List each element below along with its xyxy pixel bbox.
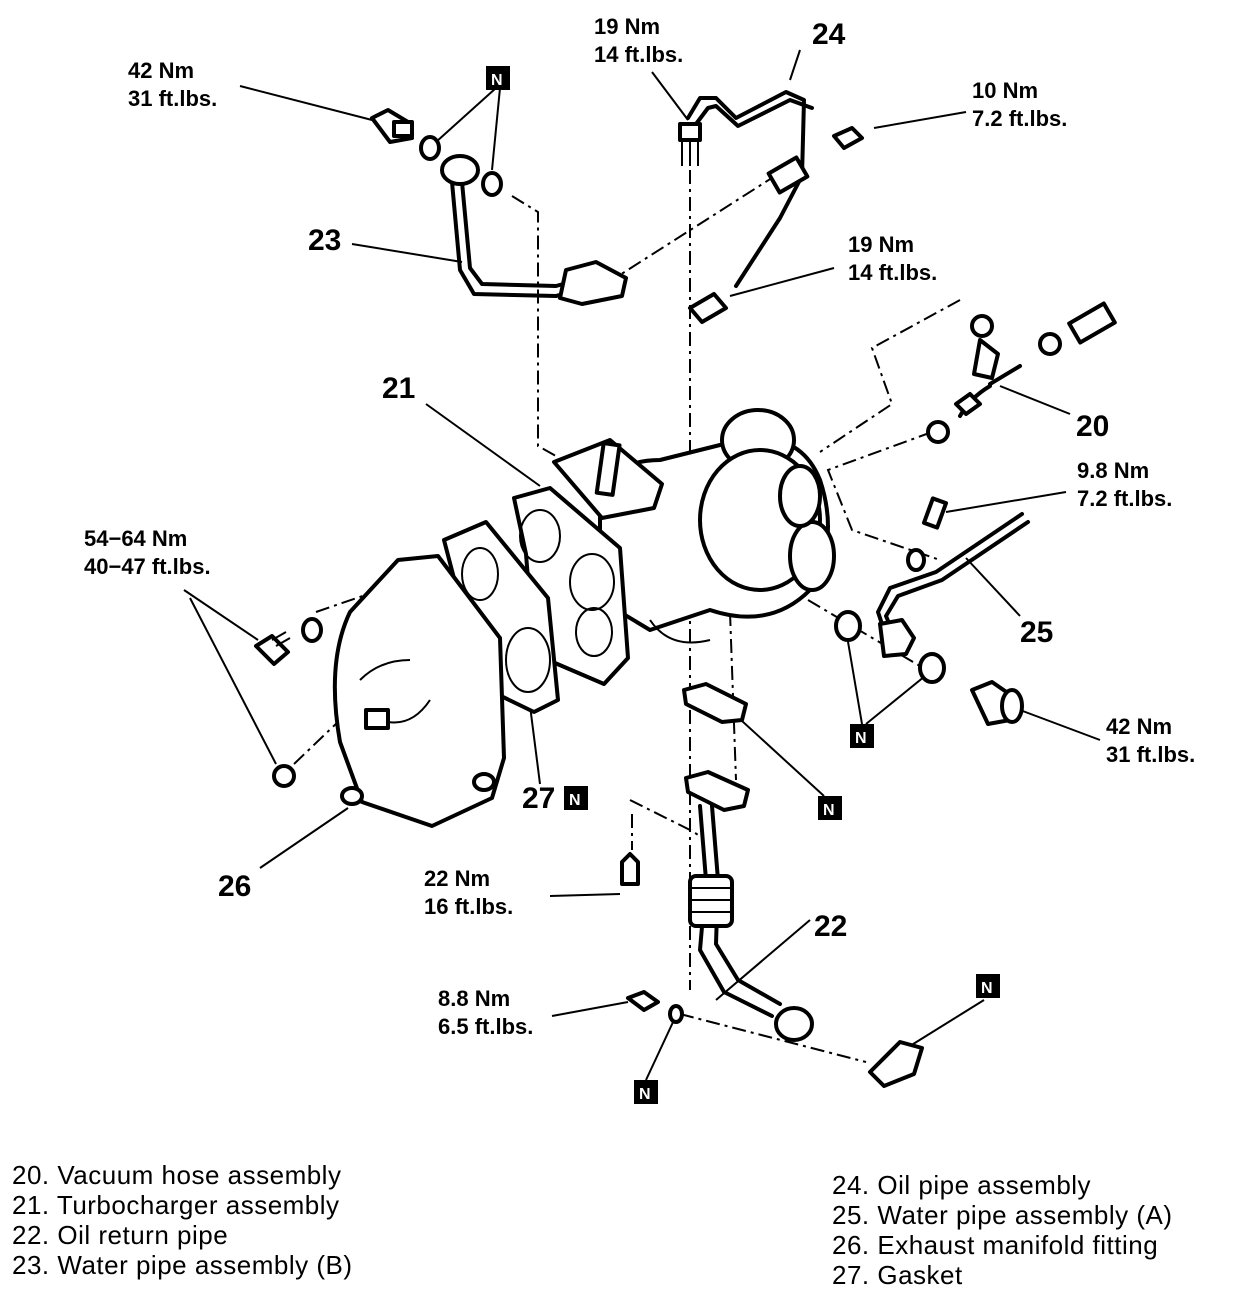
callout-23: 23 — [308, 224, 341, 257]
n-badge-oil-gasket: N — [818, 796, 842, 820]
water-pipe-a-icon — [834, 496, 1030, 726]
torque-label-19nm-mid: 19 Nm 14 ft.lbs. — [848, 232, 937, 285]
callout-24: 24 — [812, 18, 846, 51]
legend-item: 24. Oil pipe assembly — [832, 1170, 1092, 1200]
torque-label-10nm: 10 Nm 7.2 ft.lbs. — [972, 78, 1067, 131]
svg-text:N: N — [855, 730, 867, 747]
svg-text:10 Nm: 10 Nm — [972, 78, 1038, 103]
svg-text:16 ft.lbs.: 16 ft.lbs. — [424, 894, 513, 919]
svg-text:22 Nm: 22 Nm — [424, 866, 490, 891]
svg-text:N: N — [569, 792, 581, 809]
callout-25: 25 — [1020, 616, 1053, 649]
callout-26: 26 — [218, 870, 251, 903]
vacuum-hose-icon — [926, 301, 1117, 444]
legend-left-column: 20. Vacuum hose assembly 21. Turbocharge… — [12, 1160, 353, 1280]
n-badge-top: N — [486, 66, 510, 90]
exhaust-manifold-fitting-icon — [332, 554, 506, 828]
parts-legend: 20. Vacuum hose assembly 21. Turbocharge… — [0, 1160, 1248, 1294]
svg-text:9.8 Nm: 9.8 Nm — [1077, 458, 1149, 483]
callout-21: 21 — [382, 372, 415, 405]
torque-label-22nm: 22 Nm 16 ft.lbs. — [424, 866, 513, 919]
n-badge-gasket-27: N — [564, 786, 588, 810]
torque-label-42nm-top: 42 Nm 31 ft.lbs. — [128, 58, 217, 111]
legend-right-column: 24. Oil pipe assembly 25. Water pipe ass… — [832, 1170, 1173, 1290]
svg-text:7.2 ft.lbs.: 7.2 ft.lbs. — [1077, 486, 1172, 511]
svg-text:31 ft.lbs.: 31 ft.lbs. — [128, 86, 217, 111]
n-badge-lower-gasket: N — [976, 974, 1000, 998]
svg-text:42 Nm: 42 Nm — [128, 58, 194, 83]
torque-label-19nm-top: 19 Nm 14 ft.lbs. — [594, 14, 683, 67]
legend-item: 21. Turbocharger assembly — [12, 1190, 340, 1220]
svg-text:8.8 Nm: 8.8 Nm — [438, 986, 510, 1011]
legend-item: 25. Water pipe assembly (A) — [832, 1200, 1173, 1230]
svg-text:31 ft.lbs.: 31 ft.lbs. — [1106, 742, 1195, 767]
svg-text:19 Nm: 19 Nm — [594, 14, 660, 39]
svg-text:N: N — [981, 980, 993, 997]
svg-text:40−47 ft.lbs.: 40−47 ft.lbs. — [84, 554, 211, 579]
legend-item: 22. Oil return pipe — [12, 1220, 229, 1250]
svg-text:42 Nm: 42 Nm — [1106, 714, 1172, 739]
callout-22: 22 — [814, 910, 847, 943]
legend-item: 27. Gasket — [832, 1260, 963, 1290]
svg-text:N: N — [491, 72, 503, 89]
n-badge-right-washers: N — [850, 724, 874, 748]
svg-text:14 ft.lbs.: 14 ft.lbs. — [848, 260, 937, 285]
svg-text:7.2 ft.lbs.: 7.2 ft.lbs. — [972, 106, 1067, 131]
turbocharger-icon — [512, 408, 836, 686]
manifold-bolts-icon — [254, 617, 323, 788]
torque-label-9-8nm: 9.8 Nm 7.2 ft.lbs. — [1077, 458, 1172, 511]
leader-lines — [183, 49, 1101, 1081]
oil-return-pipe-icon — [620, 682, 924, 1088]
svg-text:19 Nm: 19 Nm — [848, 232, 914, 257]
legend-item: 23. Water pipe assembly (B) — [12, 1250, 353, 1280]
n-badge-bottom-washer: N — [634, 1080, 658, 1104]
oil-pipe-icon — [678, 90, 864, 324]
svg-text:6.5 ft.lbs.: 6.5 ft.lbs. — [438, 1014, 533, 1039]
torque-label-8-8nm: 8.8 Nm 6.5 ft.lbs. — [438, 986, 533, 1039]
torque-label-54-64nm: 54−64 Nm 40−47 ft.lbs. — [84, 526, 211, 579]
legend-item: 26. Exhaust manifold fitting — [832, 1230, 1159, 1260]
callout-20: 20 — [1076, 410, 1109, 443]
svg-text:N: N — [823, 802, 835, 819]
callout-27: 27 — [522, 782, 555, 815]
svg-text:N: N — [639, 1086, 651, 1103]
svg-text:14 ft.lbs.: 14 ft.lbs. — [594, 42, 683, 67]
svg-text:54−64 Nm: 54−64 Nm — [84, 526, 187, 551]
legend-item: 20. Vacuum hose assembly — [12, 1160, 342, 1190]
torque-label-42nm-right: 42 Nm 31 ft.lbs. — [1106, 714, 1195, 767]
water-pipe-b-icon — [370, 108, 628, 306]
